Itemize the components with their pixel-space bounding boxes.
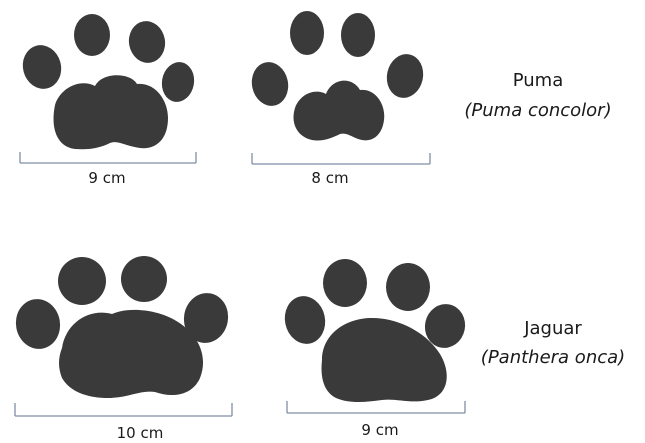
toe-shape	[12, 296, 64, 353]
toe-shape	[323, 259, 367, 307]
toe-shape	[159, 60, 197, 105]
paw-print-icon	[12, 256, 232, 398]
toe-shape	[383, 51, 427, 102]
scale-bar-icon	[20, 152, 196, 163]
track-width-label: 9 cm	[88, 169, 125, 187]
species-row-jaguar: 10 cm 9 cm Jaguar (Panthera onca)	[12, 256, 625, 442]
toe-shape	[280, 292, 329, 347]
toe-shape	[58, 257, 106, 305]
main-pad-shape	[294, 81, 385, 141]
track-width-label: 8 cm	[311, 169, 348, 187]
species-common-name: Jaguar	[523, 318, 582, 339]
scale-bar-icon	[15, 403, 232, 416]
toe-shape	[121, 256, 167, 302]
toe-shape	[386, 263, 430, 311]
toe-shape	[248, 59, 292, 110]
paw-print-icon	[18, 14, 197, 149]
scale-bar-icon	[287, 401, 465, 413]
toe-shape	[126, 18, 169, 66]
main-pad-shape	[54, 75, 168, 149]
species-scientific-name: (Puma concolor)	[464, 100, 611, 121]
toe-shape	[74, 14, 110, 56]
species-row-puma: 9 cm 8 cm Puma (Puma concolor)	[18, 11, 612, 187]
species-scientific-name: (Panthera onca)	[481, 347, 625, 368]
paw-print-icon	[248, 11, 427, 141]
species-common-name: Puma	[513, 70, 564, 91]
track-width-label: 9 cm	[361, 421, 398, 439]
scale-bar-icon	[252, 153, 430, 164]
main-pad-shape	[59, 310, 203, 398]
paw-print-icon	[280, 259, 469, 402]
toe-shape	[290, 11, 324, 55]
track-width-label: 10 cm	[117, 424, 164, 442]
toe-shape	[341, 13, 375, 57]
toe-shape	[18, 41, 66, 93]
